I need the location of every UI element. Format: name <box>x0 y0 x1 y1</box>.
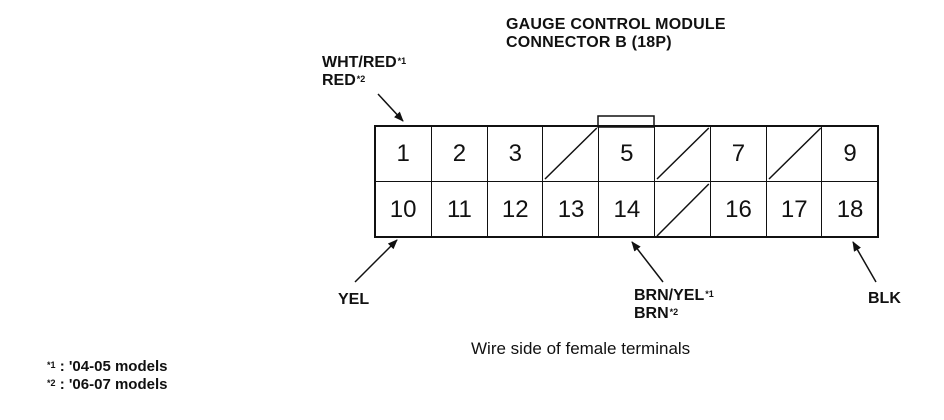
note-mark-1b: *1 <box>705 289 714 299</box>
title-line-2: CONNECTOR B (18P) <box>506 34 672 51</box>
terminal-number: 5 <box>620 139 634 167</box>
wire-label-pin1: WHT/RED*1 RED*2 <box>322 54 406 90</box>
terminal-number: 11 <box>446 195 472 223</box>
footnotes: *1 : '04-05 models *2 : '06-07 models <box>46 358 167 394</box>
note-mark-1: *1 <box>397 56 407 66</box>
terminal-3: 3 <box>486 126 543 181</box>
terminal-number: 10 <box>389 195 417 223</box>
terminal-2: 2 <box>430 126 487 181</box>
cavity-slash <box>544 127 598 180</box>
terminal-number: 3 <box>508 139 522 167</box>
terminal-17: 17 <box>765 181 822 237</box>
empty-cavity <box>542 126 598 181</box>
cavity-slash <box>656 127 710 180</box>
pin18-arrow <box>852 241 877 283</box>
footnote-1-mark: *1 <box>47 360 56 370</box>
footnote-1-text: : '04-05 models <box>59 358 168 375</box>
footnote-2-text: : '06-07 models <box>59 376 168 393</box>
cavity-slash <box>656 183 710 237</box>
terminal-number: 17 <box>780 195 808 223</box>
terminal-14: 14 <box>598 181 655 237</box>
empty-cavity <box>765 126 822 181</box>
terminal-5: 5 <box>598 126 654 181</box>
empty-cavity <box>654 126 710 181</box>
empty-cavity <box>654 181 711 237</box>
terminal-number: 13 <box>557 195 585 223</box>
title-line-1: GAUGE CONTROL MODULE <box>506 16 726 33</box>
terminal-13: 13 <box>542 181 599 237</box>
wire-label-pin14: BRN/YEL*1 BRN*2 <box>634 287 714 323</box>
terminal-11: 11 <box>430 181 488 237</box>
terminal-number: 14 <box>613 195 641 223</box>
wire-label-pin18: BLK <box>868 290 901 308</box>
pin14-arrow <box>631 241 664 283</box>
terminal-18: 18 <box>821 181 878 237</box>
terminal-number: 1 <box>396 139 410 167</box>
footnote-2: *2 : '06-07 models <box>46 376 167 394</box>
footnote-2-mark: *2 <box>47 378 56 388</box>
note-mark-2b: *2 <box>669 307 679 317</box>
terminal-12: 12 <box>486 181 543 237</box>
cavity-slash <box>768 127 821 180</box>
terminal-1: 1 <box>375 126 431 181</box>
footnote-1: *1 : '04-05 models <box>46 358 167 376</box>
wire-color-pin14-b: BRN <box>634 305 669 322</box>
wire-color-pin1-a: WHT/RED <box>322 54 397 71</box>
terminal-16: 16 <box>709 181 767 237</box>
view-caption: Wire side of female terminals <box>471 339 691 358</box>
wire-color-pin1-b: RED <box>322 72 356 89</box>
terminal-number: 18 <box>836 195 864 223</box>
terminal-7: 7 <box>709 126 766 181</box>
pin1-arrow <box>377 93 404 122</box>
diagram-title: GAUGE CONTROL MODULE CONNECTOR B (18P) <box>506 16 726 52</box>
pin10-arrow <box>354 239 398 283</box>
terminal-number: 9 <box>843 139 857 167</box>
wire-color-pin14-a: BRN/YEL <box>634 287 705 304</box>
wire-color-pin18: BLK <box>868 290 901 307</box>
wire-color-pin10: YEL <box>338 291 370 308</box>
wire-label-pin10: YEL <box>338 291 369 309</box>
terminal-number: 12 <box>501 195 529 223</box>
note-mark-2: *2 <box>356 74 366 84</box>
terminal-number: 16 <box>725 195 752 223</box>
terminal-9: 9 <box>821 126 877 181</box>
terminal-10: 10 <box>375 181 432 237</box>
terminal-number: 2 <box>452 139 467 167</box>
terminal-number: 7 <box>731 139 746 167</box>
